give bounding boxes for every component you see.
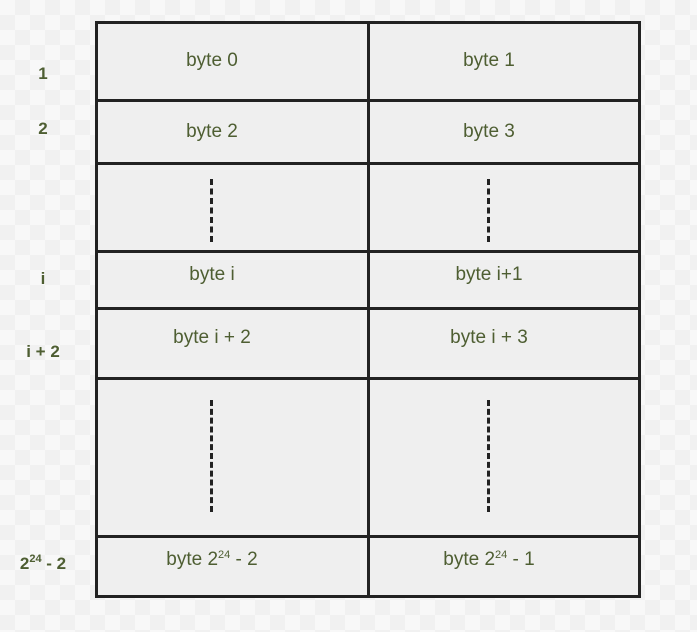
row-label-last: 224 - 2 — [0, 554, 86, 574]
cell-byte-0: byte 0 — [186, 50, 238, 71]
cell-byte-i-plus-2: byte i + 2 — [173, 327, 251, 348]
row-label-last-exponent: 24 — [29, 553, 42, 565]
cell-byte-1: byte 1 — [463, 50, 515, 71]
row-label-1: 1 — [38, 64, 48, 83]
cell-last-left-exponent: 24 — [218, 549, 231, 561]
cell-last-right-base: byte 2 — [443, 549, 496, 570]
cell-byte-i: byte i — [189, 264, 235, 285]
cell-last-right-suffix: - 1 — [507, 549, 535, 570]
cell-last-right-exponent: 24 — [495, 549, 508, 561]
cell-byte-3: byte 3 — [463, 121, 515, 142]
cell-byte-last-left: byte 224 - 2 — [112, 549, 312, 571]
ellipsis-dash-left-lower — [210, 400, 213, 512]
cell-byte-last-right: byte 224 - 1 — [389, 549, 589, 571]
row-label-2: 2 — [38, 119, 48, 138]
ellipsis-dash-left-upper — [210, 179, 213, 242]
cell-byte-2: byte 2 — [186, 121, 238, 142]
cell-byte-i-plus-3: byte i + 3 — [450, 327, 528, 348]
ellipsis-dash-right-lower — [487, 400, 490, 512]
cell-last-left-suffix: - 2 — [230, 549, 258, 570]
row-label-last-suffix: - 2 — [41, 554, 67, 573]
row-label-last-base: 2 — [19, 554, 30, 573]
row-label-i-plus-2: i + 2 — [26, 342, 60, 361]
column-divider — [367, 21, 370, 598]
row-label-i: i — [40, 269, 46, 288]
ellipsis-dash-right-upper — [487, 179, 490, 242]
cell-byte-i-plus-1: byte i+1 — [455, 264, 523, 285]
cell-last-left-base: byte 2 — [166, 549, 219, 570]
